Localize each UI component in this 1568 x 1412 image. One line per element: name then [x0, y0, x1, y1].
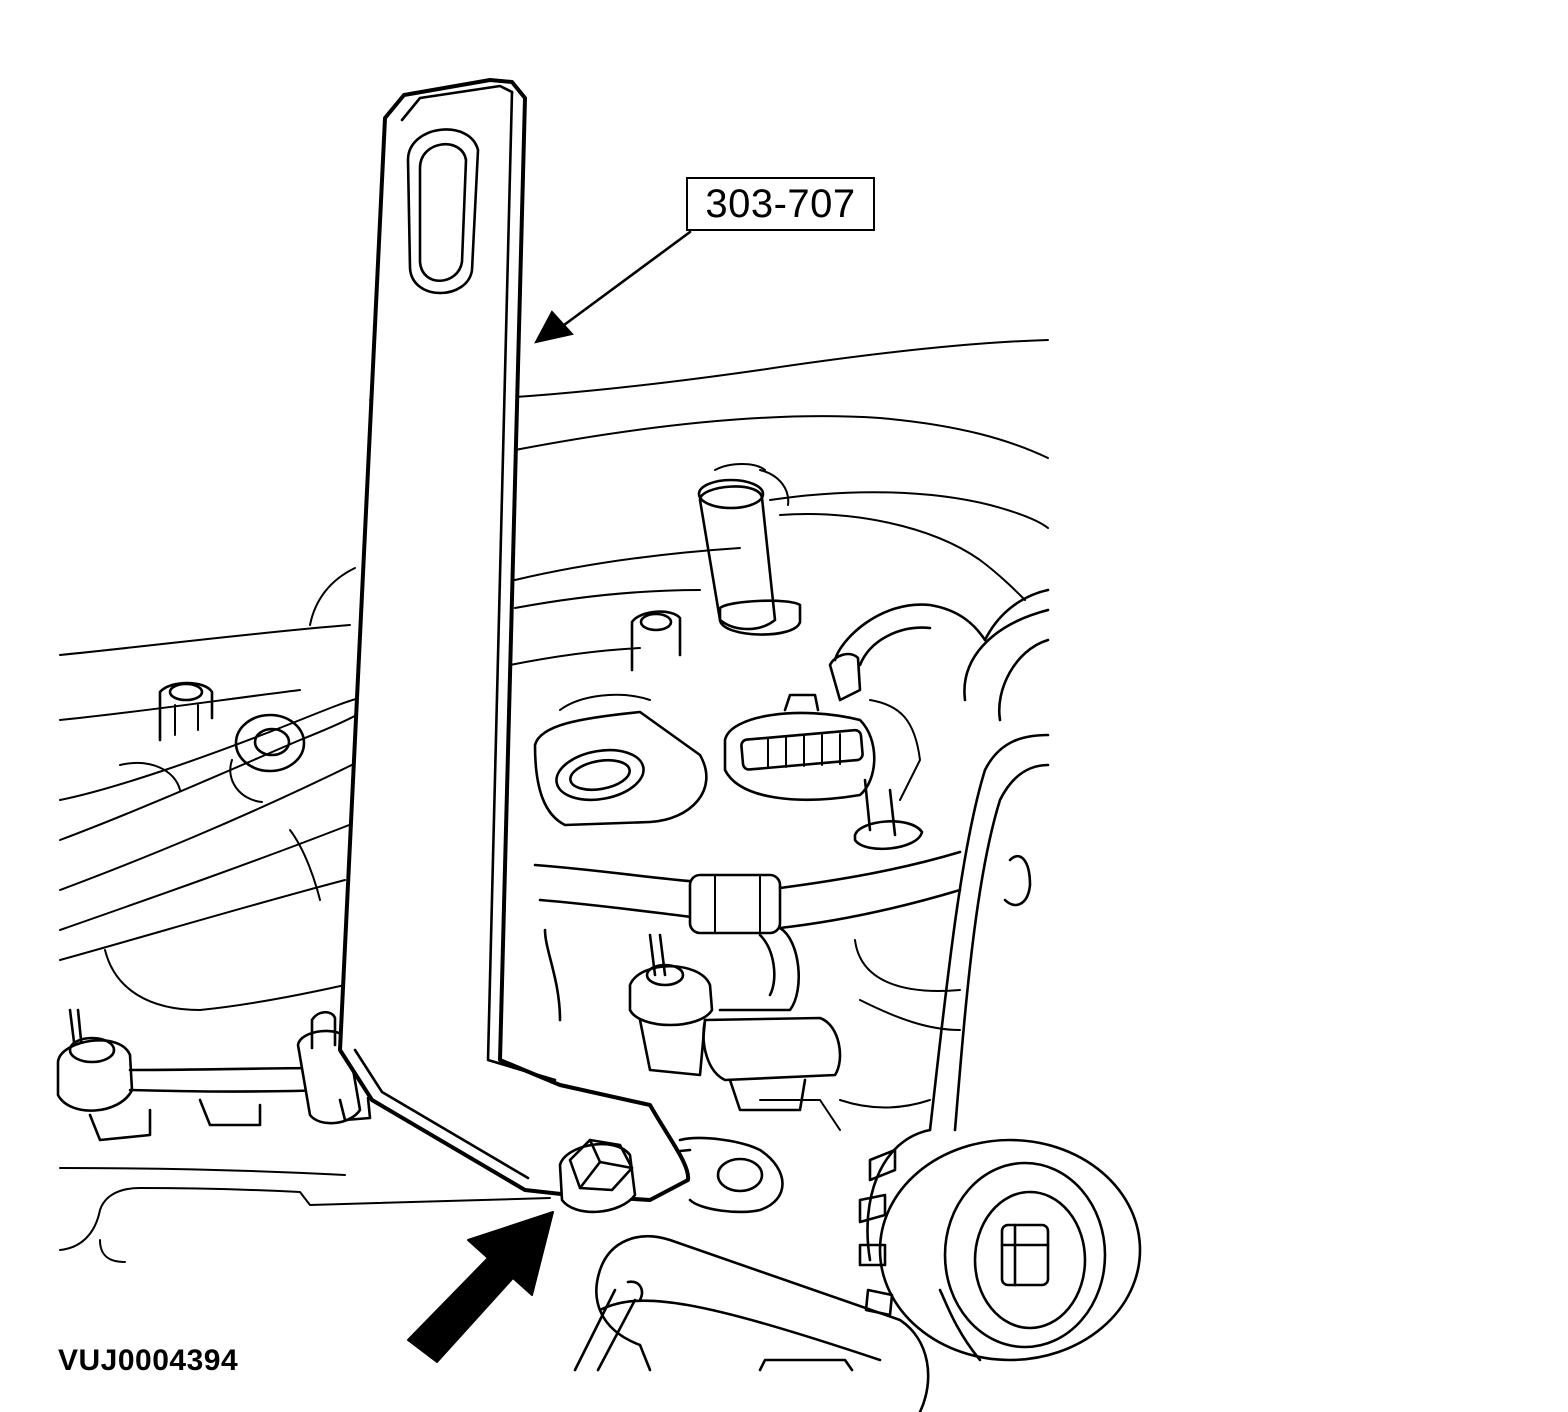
figure-id-label: VUJ0004394	[58, 1344, 239, 1377]
lower-foreground-bracket	[573, 1128, 932, 1412]
special-tool-bar	[338, 78, 691, 1214]
direction-arrow-to-bolt	[407, 1211, 554, 1363]
pulleys-and-belt	[858, 588, 1142, 1362]
engine-background-lines	[59, 339, 1049, 1263]
callout-leader-arrow	[534, 230, 692, 344]
tool-number-label: 303-707	[705, 181, 856, 226]
lower-left-hardware	[56, 1008, 372, 1142]
injector-connectors	[533, 463, 987, 1112]
tool-number-callout: 303-707	[686, 177, 875, 231]
